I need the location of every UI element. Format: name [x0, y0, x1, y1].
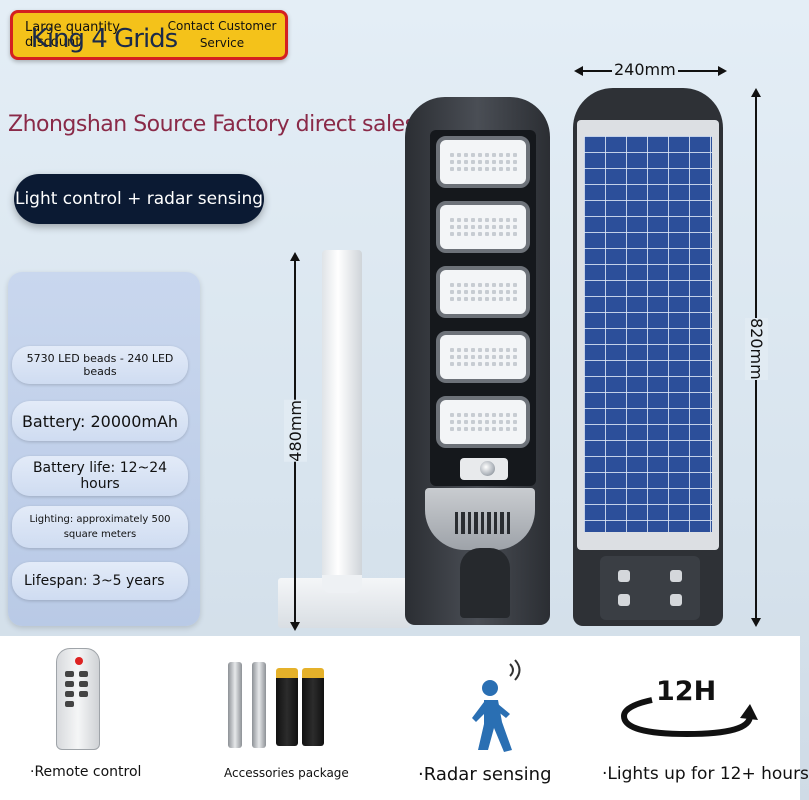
- arrow-left-icon: [574, 66, 583, 76]
- height-label: 820mm: [745, 318, 768, 380]
- spec-battery-life: Battery life: 12~24 hours: [12, 456, 188, 496]
- feature-lights-up-label: ·Lights up for 12+ hours: [602, 764, 809, 784]
- spec-lighting-area: Lighting: approximately 500 square meter…: [12, 506, 188, 548]
- remote-control-icon: [56, 648, 100, 750]
- twelve-hour-badge: 12H: [656, 676, 717, 707]
- width-label: 240mm: [612, 60, 678, 79]
- features-strip: [0, 636, 800, 800]
- contact-customer-service-button[interactable]: Contact Customer Service: [167, 19, 277, 50]
- lamp-mount: [460, 548, 510, 618]
- headline: Zhongshan Source Factory direct sales: [8, 112, 416, 137]
- back-mount: [600, 556, 700, 620]
- walking-person-icon: [472, 659, 521, 752]
- spec-title: King 4 Grids: [30, 24, 178, 54]
- spec-lifespan: Lifespan: 3~5 years: [12, 562, 188, 600]
- pole-height-label: 480mm: [284, 400, 307, 462]
- pole-collar: [322, 575, 362, 593]
- led-module: [436, 396, 530, 448]
- promo-banner: Large quantity discount Contact Customer…: [10, 10, 288, 60]
- feature-accessories-label: Accessories package: [224, 766, 349, 780]
- bolt-icon: [618, 594, 630, 606]
- feature-radar-label: ·Radar sensing: [418, 764, 552, 785]
- accessories-icon: [224, 658, 334, 754]
- arrow-down-icon: [290, 622, 300, 631]
- solar-panel: [584, 136, 712, 532]
- sensor-lens-icon: [480, 461, 495, 476]
- rotation-arrow-icon: [621, 697, 758, 738]
- arrow-right-icon: [718, 66, 727, 76]
- bolt-icon: [618, 570, 630, 582]
- large-quantity-discount-button[interactable]: Large quantity discount: [25, 20, 120, 50]
- spec-battery: Battery: 20000mAh: [12, 401, 188, 441]
- arrow-up-icon: [751, 88, 761, 97]
- led-module: [436, 136, 530, 188]
- lamp-bracket: [425, 488, 535, 550]
- arrow-up-icon: [290, 252, 300, 261]
- bolt-icon: [670, 594, 682, 606]
- feature-remote-label: ·Remote control: [30, 764, 142, 780]
- pole-image: [322, 250, 362, 600]
- feature-pill: Light control + radar sensing: [14, 174, 264, 224]
- led-module: [436, 331, 530, 383]
- spec-led-beads: 5730 LED beads - 240 LED beads: [12, 346, 188, 384]
- bolt-icon: [670, 570, 682, 582]
- heat-vent: [455, 512, 510, 534]
- led-module: [436, 266, 530, 318]
- led-module: [436, 201, 530, 253]
- arrow-down-icon: [751, 618, 761, 627]
